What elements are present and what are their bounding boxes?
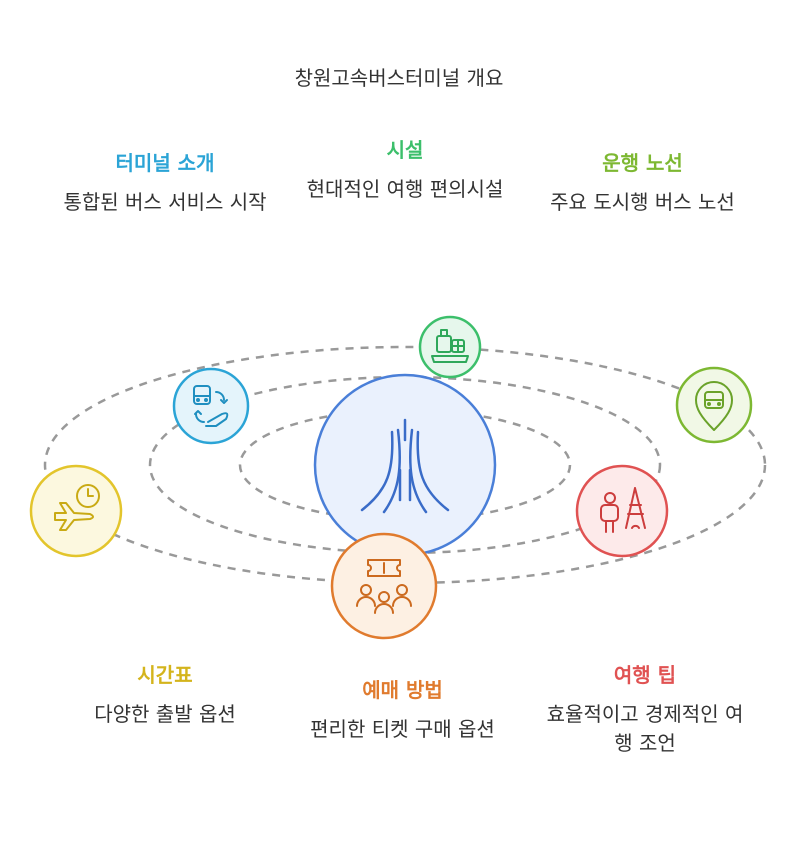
outer-orbit <box>43 345 767 585</box>
ticket-people-icon <box>330 532 438 640</box>
topic-timetable-title: 시간표 <box>137 663 193 687</box>
clock-plane-icon <box>29 464 123 558</box>
topic-intro-title: 터미널 소개 <box>115 151 215 175</box>
topic-routes-title: 운행 노선 <box>602 151 683 175</box>
topic-facilities-desc: 현대적인 여행 편의시설 <box>306 177 504 201</box>
bus-hand-icon <box>172 367 250 445</box>
topic-booking-title: 예매 방법 <box>362 678 443 702</box>
topic-intro-desc: 통합된 버스 서비스 시작 <box>63 190 267 214</box>
topic-routes: 운행 노선 주요 도시행 버스 노선 <box>540 150 745 217</box>
bus-location-icon <box>675 366 753 444</box>
topic-booking-desc: 편리한 티켓 구매 옵션 <box>310 717 495 741</box>
topic-routes-desc: 주요 도시행 버스 노선 <box>550 190 735 214</box>
topic-facilities-title: 시설 <box>386 138 424 162</box>
topic-tips: 여행 팁 효율적이고 경제적인 여행 조언 <box>545 662 745 758</box>
topic-timetable-desc: 다양한 출발 옵션 <box>94 702 236 726</box>
terminal-road-icon <box>313 373 497 557</box>
topic-facilities: 시설 현대적인 여행 편의시설 <box>305 137 505 204</box>
luggage-icon <box>418 315 482 379</box>
diagram-title: 창원고속버스터미널 개요 <box>294 66 504 90</box>
topic-intro: 터미널 소개 통합된 버스 서비스 시작 <box>55 150 275 217</box>
topic-timetable: 시간표 다양한 출발 옵션 <box>60 662 270 729</box>
topic-booking: 예매 방법 편리한 티켓 구매 옵션 <box>300 677 505 744</box>
topic-tips-title: 여행 팁 <box>613 663 677 687</box>
traveler-tower-icon <box>575 464 669 558</box>
topic-tips-desc: 효율적이고 경제적인 여행 조언 <box>546 702 744 755</box>
